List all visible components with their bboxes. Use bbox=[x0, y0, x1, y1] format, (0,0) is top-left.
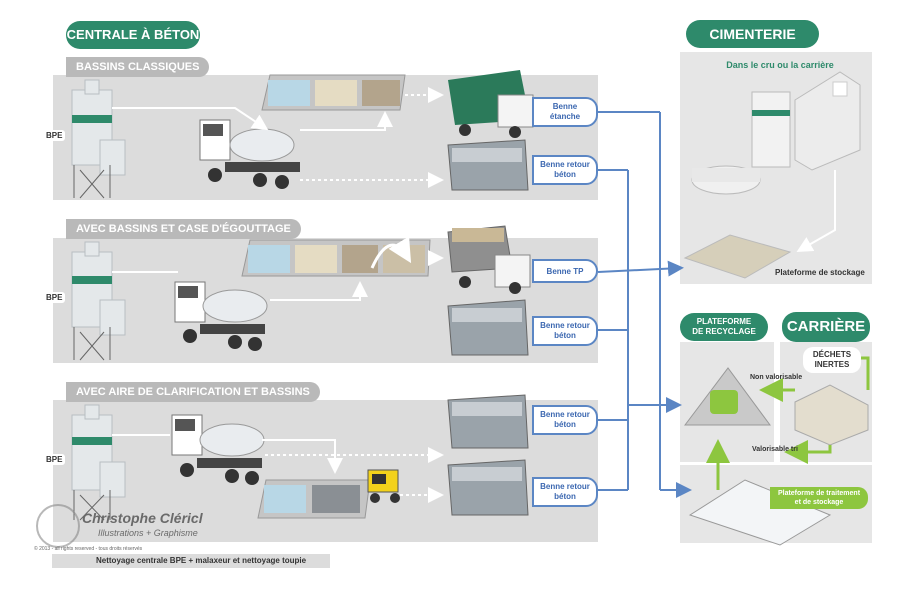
benne-retour-label-4: Benne retour béton bbox=[532, 477, 598, 507]
silo-2 bbox=[71, 241, 126, 361]
benne-retour-label-3: Benne retour béton bbox=[532, 405, 598, 435]
watermark-name: Christophe Cléricl bbox=[82, 510, 203, 526]
benne-label-line1: Benne TP bbox=[546, 267, 584, 276]
skip-retour-1 bbox=[447, 139, 529, 191]
recycling-pile bbox=[683, 367, 771, 426]
recyclage-title-line2: DE RECYCLAGE bbox=[692, 327, 756, 336]
watermark-copyright: © 2013 - all rights reserved - tous droi… bbox=[34, 546, 143, 552]
silo-1 bbox=[71, 79, 126, 199]
skip-retour-3 bbox=[447, 394, 529, 449]
skip-tp bbox=[447, 225, 531, 294]
non-valorisable-label: Non valorisable bbox=[750, 374, 803, 381]
benne-label-line1: Benne bbox=[552, 102, 578, 111]
plateforme-stockage-label: Plateforme de stockage bbox=[775, 268, 865, 277]
treatment-platform bbox=[688, 479, 832, 546]
row1-title: BASSINS CLASSIQUES bbox=[66, 57, 210, 77]
benne-label-line1: Benne retour bbox=[540, 160, 590, 169]
bpe-label-2: BPE bbox=[43, 292, 66, 303]
watermark-logo bbox=[36, 504, 80, 548]
benne-tp-label: Benne TP bbox=[532, 259, 598, 283]
recyclage-title-line1: PLATEFORME bbox=[696, 317, 752, 326]
skip-retour-2 bbox=[447, 299, 529, 356]
quarry-steps bbox=[794, 384, 869, 446]
row3-title: AVEC AIRE DE CLARIFICATION ET BASSINS bbox=[66, 382, 320, 402]
bpe-label-1: BPE bbox=[43, 130, 66, 141]
storage-platform bbox=[683, 234, 792, 279]
watermark-tagline: Illustrations + Graphisme bbox=[98, 528, 198, 538]
benne-label-line2: béton bbox=[554, 170, 576, 179]
benne-retour-label-1: Benne retour béton bbox=[532, 155, 598, 185]
basins-row2 bbox=[241, 236, 431, 277]
benne-label-line2: étanche bbox=[549, 112, 581, 121]
cimenterie-subtitle: Dans le cru ou la carrière bbox=[726, 60, 834, 70]
benne-label-line2: béton bbox=[554, 492, 576, 501]
benne-label-line2: béton bbox=[554, 420, 576, 429]
cement-plant bbox=[691, 71, 861, 252]
silo-3 bbox=[71, 404, 126, 521]
basins-row1 bbox=[261, 74, 406, 111]
benne-label-line1: Benne retour bbox=[540, 410, 590, 419]
benne-etanche-label: Benne étanche bbox=[532, 97, 598, 127]
plateforme-traitement-label: Plateforme de traitement et de stockage bbox=[770, 487, 868, 509]
recycling-arrows bbox=[706, 356, 870, 490]
dechets-inertes-label: DÉCHETS INERTES bbox=[803, 347, 861, 373]
skip-etanche bbox=[448, 70, 534, 138]
clarification-area bbox=[257, 469, 400, 519]
legend-text: Nettoyage centrale BPE + malaxeur et net… bbox=[96, 556, 307, 565]
bpe-label-3: BPE bbox=[43, 454, 66, 465]
process-flow-arrows bbox=[62, 87, 444, 569]
benne-retour-label-2: Benne retour béton bbox=[532, 316, 598, 346]
mixer-truck-1 bbox=[199, 119, 300, 189]
row2-title: AVEC BASSINS ET CASE D'ÉGOUTTAGE bbox=[66, 219, 301, 239]
routing-arrows bbox=[597, 111, 692, 498]
mixer-truck-3 bbox=[171, 414, 265, 485]
benne-label-line1: Benne retour bbox=[540, 321, 590, 330]
centrale-title: CENTRALE À BÉTON bbox=[66, 21, 200, 49]
mixer-truck-2 bbox=[174, 281, 268, 351]
legend-bar bbox=[52, 554, 330, 568]
traitement-line2: et de stockage bbox=[794, 499, 844, 506]
dechets-line2: INERTES bbox=[814, 360, 850, 369]
cimenterie-title: CIMENTERIE bbox=[686, 20, 819, 48]
skip-retour-4 bbox=[447, 459, 529, 516]
recyclage-title: PLATEFORME DE RECYCLAGE bbox=[680, 313, 768, 341]
benne-label-line2: béton bbox=[554, 331, 576, 340]
valorisable-label: Valorisable tri bbox=[752, 446, 798, 453]
benne-label-line1: Benne retour bbox=[540, 482, 590, 491]
traitement-line1: Plateforme de traitement bbox=[777, 490, 861, 497]
dechets-line1: DÉCHETS bbox=[812, 350, 852, 359]
carriere-title: CARRIÈRE bbox=[782, 312, 870, 342]
